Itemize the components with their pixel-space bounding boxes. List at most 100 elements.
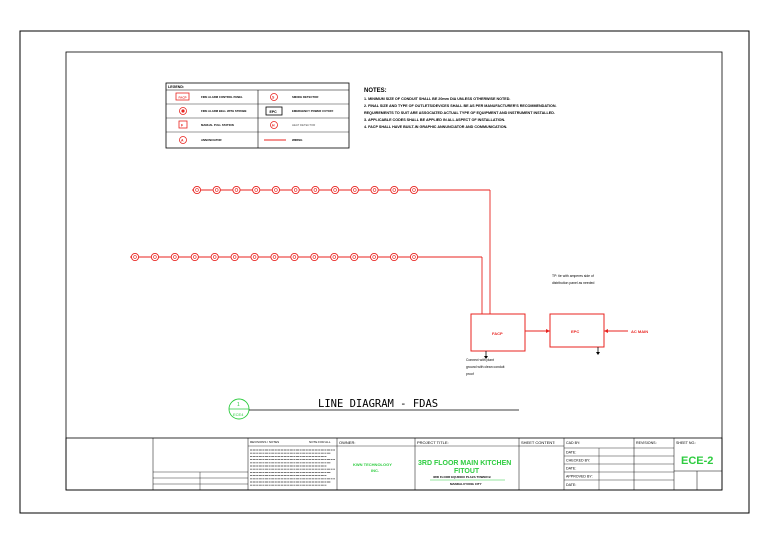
- sheet-no-value: ECE-2: [681, 455, 713, 467]
- detector-device-icon: [331, 185, 340, 195]
- ac-arrow-icon: [604, 329, 608, 333]
- facp-symbol-text: FACP: [179, 95, 187, 99]
- svg-text:H: H: [272, 124, 275, 128]
- notes-block: NOTES: 1. MINIMUM SIZE OF CONDUIT SHALL …: [364, 88, 557, 129]
- svg-text:F: F: [181, 124, 184, 128]
- detector-device-icon: [170, 252, 179, 262]
- revisions-notes-right: NOTE FOR ALL: [309, 440, 331, 444]
- facp-note-line-3: proof: [466, 372, 474, 376]
- detector-device-icon: [311, 185, 320, 195]
- callout-number: 1: [237, 402, 240, 408]
- note-line-1: 1. MINIMUM SIZE OF CONDUIT SHALL BE 20mm…: [364, 97, 510, 101]
- detector-device-icon: [232, 185, 241, 195]
- date-label-2: DATE:: [566, 467, 576, 471]
- detector-device-icon: [252, 185, 261, 195]
- date-label-1: DATE:: [566, 451, 576, 455]
- detector-device-icon: [370, 185, 379, 195]
- legend-label-epc: EMERGENCY POWER CUTOFF: [292, 109, 334, 113]
- tp-note-line-1: TP: tie with amperes side of: [552, 274, 594, 278]
- owner-value-line-2: INC.: [371, 468, 379, 473]
- detector-device-icon: [130, 252, 140, 262]
- detector-device-icon: [250, 252, 259, 262]
- facp-symbol-icon: [175, 92, 190, 101]
- diagram-title: LINE DIAGRAM - FDAS: [318, 398, 438, 410]
- legend-label-wiring: WIRING: [292, 138, 302, 142]
- legend-label-pull: MANUAL PULL STATION: [201, 123, 234, 127]
- legend-title: LEGEND:: [168, 85, 184, 89]
- detector-device-icon: [310, 252, 319, 262]
- detector-device-icon: [270, 252, 279, 262]
- note-line-2: 2. FINAL SIZE AND TYPE OF OUTLETS/DEVICE…: [364, 104, 557, 108]
- detector-device-icon: [390, 252, 399, 262]
- revisions-notes-label: REVISIONS / NOTES: [250, 440, 279, 444]
- detector-device-icon: [291, 185, 300, 195]
- date-label-3: DATE:: [566, 483, 576, 487]
- tp-note-line-2: distribution panel as needed: [552, 281, 595, 285]
- project-address-line-1: 3RD FLOOR EQUINOX PLAZA TOWER B: [433, 475, 492, 479]
- project-title-line-2: FITOUT: [454, 468, 480, 475]
- legend-label-bell: FIRE ALARM BELL WITH STROBE: [201, 109, 247, 113]
- owner-label: OWNER:: [339, 440, 355, 445]
- detector-device-icon: [290, 252, 299, 262]
- note-line-4: 3. APPLICABLE CODES SHALL BE APPLIED IN …: [364, 118, 505, 122]
- detector-device-icon: [212, 185, 221, 195]
- detector-device-icon: [330, 252, 339, 262]
- facp-note-line-2: ground with clean conduit: [466, 365, 505, 369]
- smoke-detector-icon: S: [270, 93, 278, 101]
- fdas-line-diagram: FACP EPC AC MAIN TP: tie with amperes si…: [130, 185, 648, 420]
- epc-symbol-text: EPC: [270, 110, 278, 114]
- detector-device-icon: [350, 185, 359, 195]
- detector-device-icon: [230, 252, 239, 262]
- approved-by-label: APPROVED BY:: [566, 475, 593, 479]
- owner-value-line-1: KWN TECHNOLOGY: [353, 462, 392, 467]
- legend-label-facp: FIRE ALARM CONTROL PANEL: [201, 95, 243, 99]
- facp-ground-icon: [484, 356, 488, 359]
- detector-device-icon: [150, 252, 159, 262]
- epc-arrow-icon: [546, 329, 550, 333]
- device-row-2: [130, 252, 419, 262]
- cad-by-label: CAD BY:: [566, 441, 580, 445]
- bell-strobe-icon: [179, 107, 187, 115]
- detector-device-icon: [192, 185, 202, 195]
- note-line-3: REQUIREMENTS TO SUIT ARE ASSOCIATED ACTU…: [364, 111, 555, 115]
- facp-box: [470, 313, 526, 352]
- annunciator-icon: A: [179, 136, 187, 144]
- revisions-column-label: REVISIONS:: [636, 441, 657, 445]
- detail-callout: 1 ECE4: [228, 398, 250, 420]
- detector-device-icon: [271, 185, 280, 195]
- detector-device-icon: [390, 185, 399, 195]
- legend-table: LEGEND: FACP FIRE ALARM CONTROL PANEL S …: [165, 82, 350, 149]
- epc-ground-icon: [596, 352, 600, 355]
- svg-text:S: S: [272, 96, 275, 100]
- legend-label-smoke: SMOKE DETECTOR: [292, 95, 318, 99]
- detector-device-icon: [409, 185, 419, 195]
- detector-device-icon: [370, 252, 379, 262]
- ac-main-label: AC MAIN: [631, 329, 648, 334]
- facp-note-line-1: Connect with plant: [466, 358, 494, 362]
- general-notes-fine-print: [250, 449, 335, 486]
- detector-device-icon: [210, 252, 219, 262]
- note-line-5: 4. FACP SHALL HAVE BUILT-IN GRAPHIC ANNU…: [364, 125, 507, 129]
- heat-detector-icon: H: [270, 121, 278, 129]
- title-block: REVISIONS / NOTES NOTE FOR ALL OWNER: KW…: [65, 437, 723, 491]
- notes-title: NOTES:: [364, 88, 387, 94]
- sheet-border: [19, 30, 750, 514]
- device-row-1: [192, 185, 419, 195]
- legend-label-annunciator: ANNUNCIATOR: [201, 138, 222, 142]
- detector-device-icon: [350, 252, 359, 262]
- project-title-label: PROJECT TITLE:: [417, 440, 449, 445]
- epc-symbol-icon: [265, 106, 283, 116]
- detector-device-icon: [190, 252, 199, 262]
- legend-label-heat: HEAT DETECTOR: [292, 123, 315, 127]
- epc-label: EPC: [571, 329, 579, 334]
- checked-by-label: CHECKED BY:: [566, 459, 590, 463]
- sheet-content-label: SHEET CONTENT:: [521, 440, 555, 445]
- project-address-line-2: MANDALUYONG CITY: [450, 482, 482, 486]
- svg-text:A: A: [181, 139, 184, 143]
- project-title-line-1: 3RD FLOOR MAIN KITCHEN: [418, 460, 511, 467]
- callout-sheet: ECE4: [233, 412, 244, 417]
- pull-station-icon: [178, 120, 188, 129]
- facp-label: FACP: [492, 331, 503, 336]
- detector-device-icon: [409, 252, 419, 262]
